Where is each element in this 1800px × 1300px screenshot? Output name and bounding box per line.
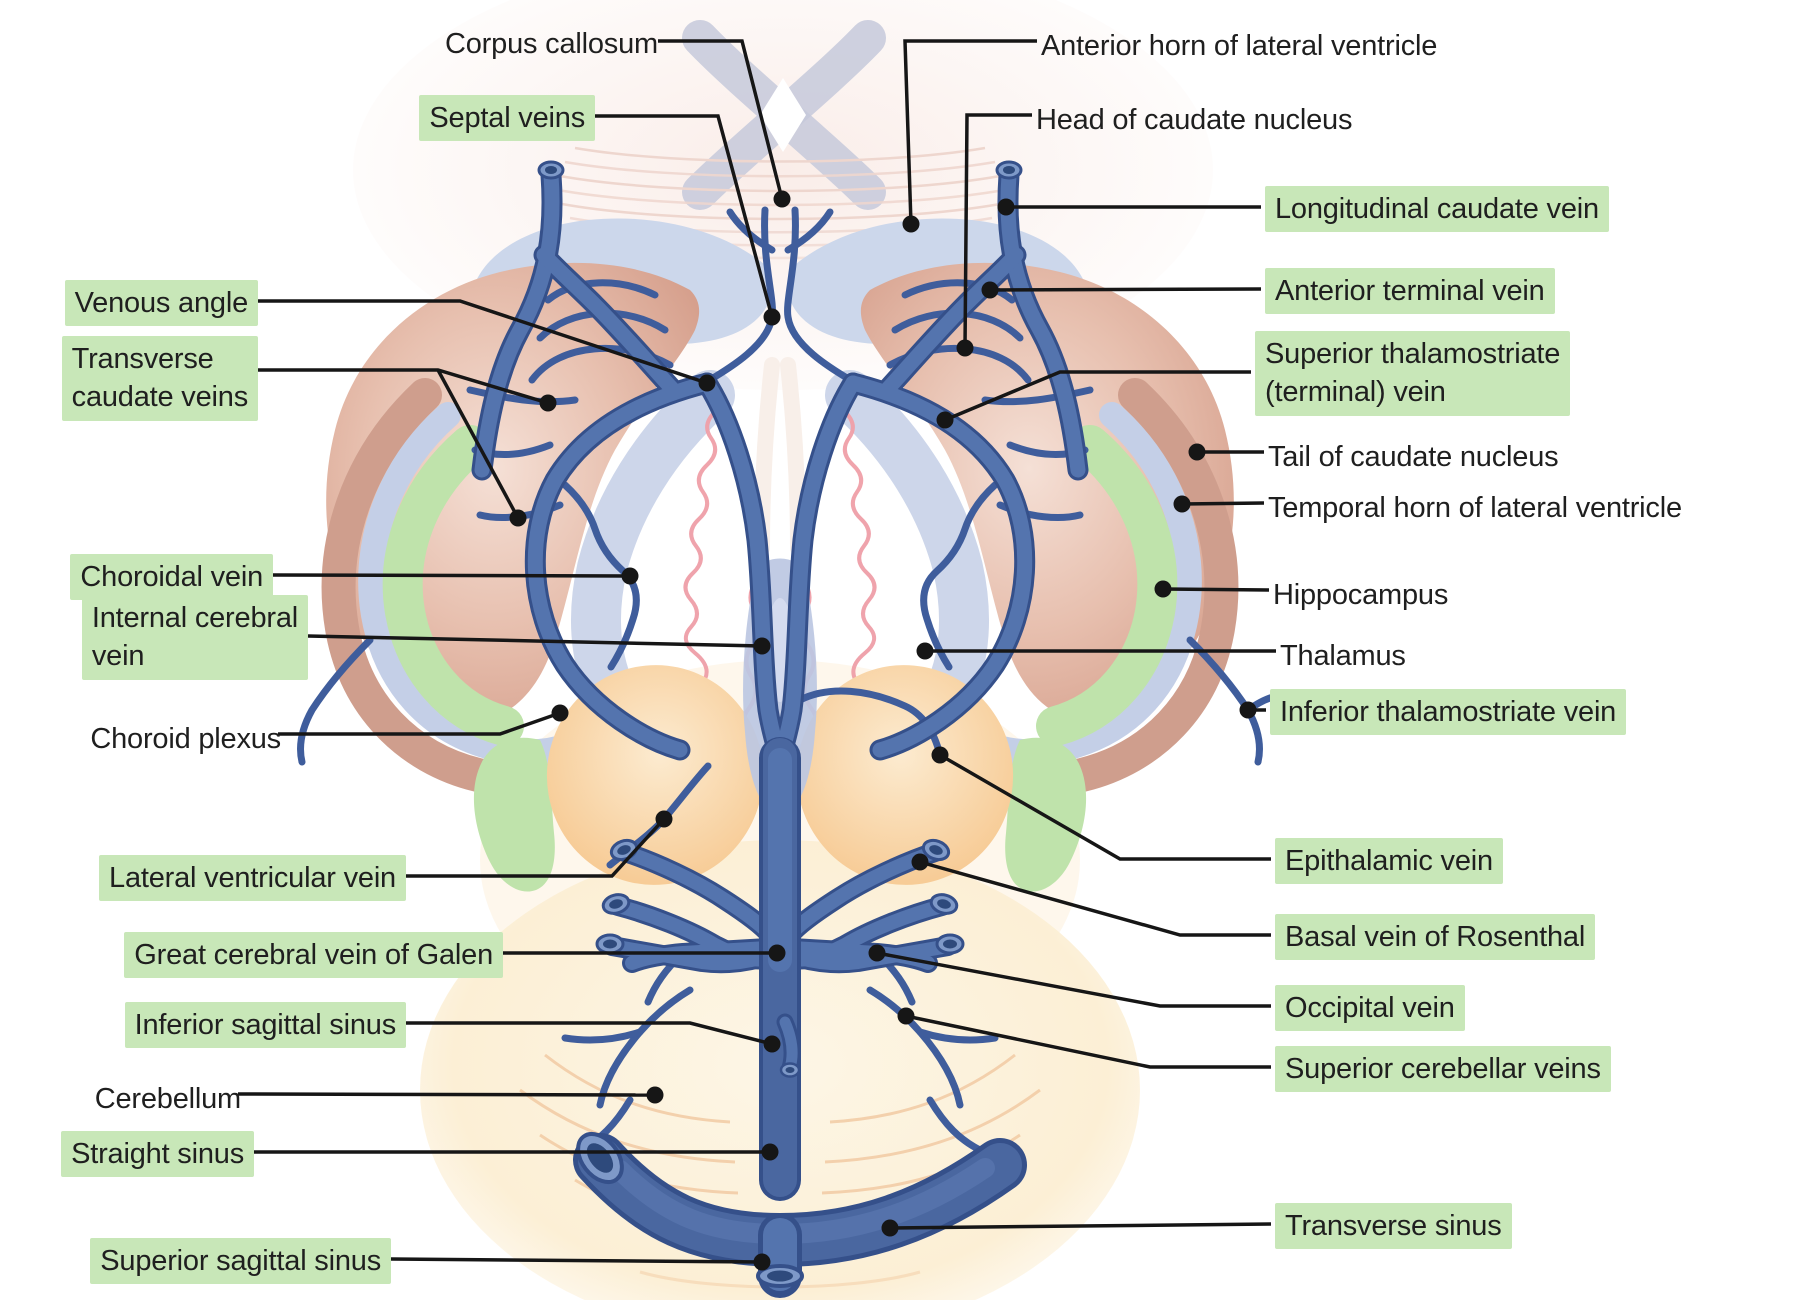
label-superior-cerebellar-veins: Superior cerebellar veins [1275,1046,1611,1093]
leader-choroid-plexus [278,711,561,736]
inferior-sagittal-sinus-stub [776,1013,801,1078]
corpus-callosum-fibers [557,20,1005,260]
label-temporal-horn: Temporal horn of lateral ventricle [1268,492,1682,524]
thalami [546,665,1014,885]
internal-cerebral-vein-left [699,375,788,770]
label-corpus-callosum: Corpus callosum [445,28,658,60]
leader-corpus-callosum [658,39,784,200]
leader-superior-thalamostriate [944,370,1251,422]
superior-sagittal-sinus-tube [756,1213,804,1298]
hippocampus-tongue-left [473,737,555,892]
label-septal-veins: Septal veins [419,95,595,142]
thalamus-left [546,665,764,885]
leader-anterior-terminal-vein [989,287,1262,292]
label-superior-sagittal-sinus: Superior sagittal sinus [90,1238,391,1285]
label-choroid-plexus: Choroid plexus [90,723,281,755]
leader-epithalamic-vein [939,753,1271,861]
leader-internal-cerebral-vein [307,634,763,648]
caudate-fan-vein [901,279,1016,304]
leader-transverse-caudate-2 [436,369,520,519]
label-internal-cerebral-vein: Internal cerebral vein [81,595,308,680]
leader-transverse-sinus [889,1222,1272,1230]
label-great-cerebral-vein: Great cerebral vein of Galen [124,932,503,979]
leader-temporal-horn [1181,501,1265,506]
galen-confluence [595,838,965,974]
leader-basal-vein [919,860,1271,937]
vein-cut-openings-top [537,160,1023,180]
thalamus-right [796,665,1014,885]
hippocampus-band-left [382,425,524,746]
leader-hippocampus [1162,587,1270,592]
longitudinal-caudate-vein-left [474,167,560,478]
label-basal-vein-rosenthal: Basal vein of Rosenthal [1275,914,1596,961]
label-anterior-horn: Anterior horn of lateral ventricle [1041,30,1438,62]
label-transverse-sinus: Transverse sinus [1275,1203,1512,1250]
veins [296,160,1288,1298]
basal-vein-left [618,845,777,942]
label-head-of-caudate: Head of caudate nucleus [1036,104,1353,136]
leader-head-of-caudate [963,113,1032,349]
label-straight-sinus: Straight sinus [61,1131,254,1178]
septal-vein-right [784,206,856,385]
label-inferior-thalamostriate: Inferior thalamostriate vein [1270,689,1627,736]
leader-dots [509,190,1257,1271]
hippocampus-band-right [1036,425,1178,746]
label-thalamus: Thalamus [1280,640,1406,672]
label-transverse-caudate-veins: Transverse caudate veins [61,336,258,421]
choroidal-vein-path [561,481,640,671]
label-epithalamic-vein: Epithalamic vein [1275,838,1503,885]
leader-anterior-horn [903,39,1037,225]
label-lateral-ventricular-vein: Lateral ventricular vein [99,855,406,902]
label-superior-thalamostriate: Superior thalamostriate (terminal) vein [1255,331,1571,416]
label-hippocampus: Hippocampus [1273,579,1449,611]
label-inferior-sagittal-sinus: Inferior sagittal sinus [124,1002,406,1049]
basal-vein-right [783,845,942,942]
leader-superior-cerebellar-veins [905,1014,1271,1069]
label-anterior-terminal-vein: Anterior terminal vein [1265,268,1555,315]
leader-venous-angle [258,299,708,385]
label-venous-angle: Venous angle [64,280,258,327]
transverse-caudate-vein [466,386,579,406]
internal-cerebral-vein-right [772,375,861,770]
label-tail-of-caudate: Tail of caudate nucleus [1268,441,1559,473]
leader-septal-veins [595,114,774,318]
leader-cerebellum [237,1092,656,1097]
leader-lateral-ventricular-vein [406,817,666,878]
leader-inferior-sagittal-sinus [406,1021,773,1046]
temporal-complex [321,378,1239,892]
label-longitudinal-caudate-vein: Longitudinal caudate vein [1265,186,1609,233]
leader-occipital-vein [876,951,1271,1008]
leader-choroidal-vein [272,573,631,578]
leader-lines [237,39,1276,1271]
vein-cut-openings-confluence [595,838,965,955]
longitudinal-caudate-vein-right [1000,167,1086,478]
leader-superior-sagittal-sinus [390,1257,763,1264]
label-cerebellum: Cerebellum [94,1083,241,1115]
label-choroidal-vein: Choroidal vein [70,554,273,601]
label-occipital-vein: Occipital vein [1275,985,1465,1032]
